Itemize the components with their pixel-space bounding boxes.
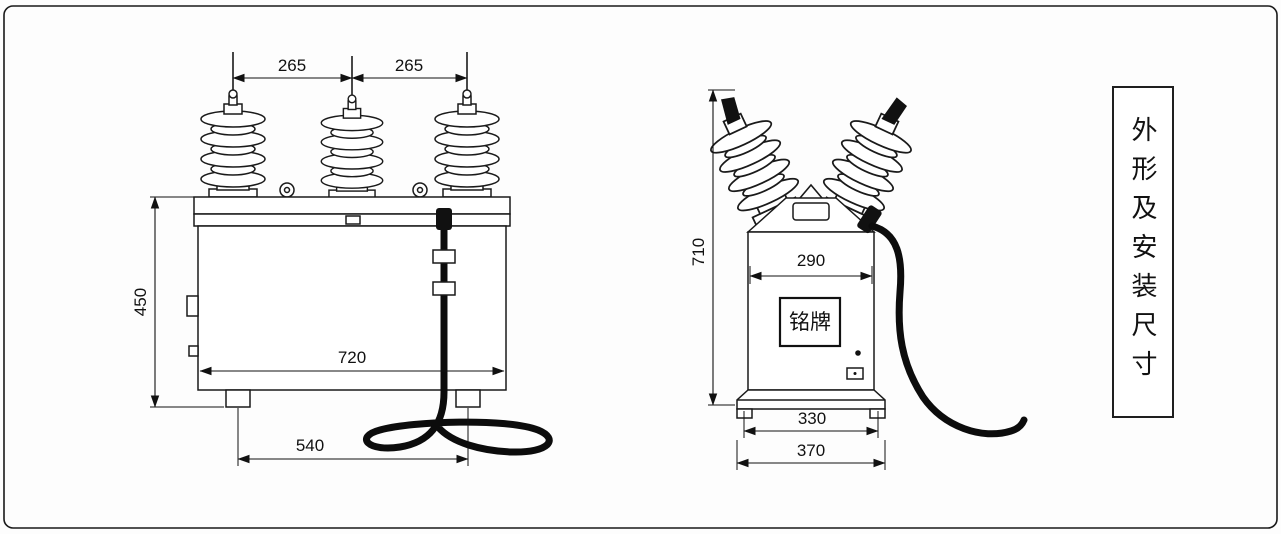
side-dim-inner: 330 bbox=[743, 409, 879, 438]
front-dim-foot-span: 540 bbox=[237, 408, 469, 466]
side-dim-height-label: 710 bbox=[689, 238, 708, 266]
foot-right bbox=[455, 389, 481, 408]
side-dim-height: 710 bbox=[689, 89, 735, 406]
front-dim-width-label: 720 bbox=[338, 348, 366, 367]
front-dim-pitch: 265 265 bbox=[232, 56, 468, 83]
cable-clamp bbox=[432, 281, 456, 296]
front-view: 265 265 bbox=[131, 52, 553, 466]
page-border bbox=[3, 5, 1278, 529]
terminal-box bbox=[846, 367, 864, 380]
front-cable bbox=[363, 208, 553, 456]
bushing-left bbox=[200, 89, 266, 198]
bushing-middle bbox=[320, 94, 384, 199]
cable-connector bbox=[857, 205, 882, 234]
tank-lid bbox=[193, 196, 511, 227]
foot-left bbox=[225, 389, 251, 408]
front-dim-height-label: 450 bbox=[131, 288, 150, 316]
side-cable bbox=[857, 205, 1028, 438]
drain-dot bbox=[855, 350, 861, 356]
side-dim-depth-label: 290 bbox=[797, 251, 825, 270]
side-dim-outer-label: 370 bbox=[797, 441, 825, 460]
cable-connector bbox=[436, 208, 452, 230]
front-dim-pitch-right-label: 265 bbox=[395, 56, 423, 75]
drawing-title: 外形及安装尺寸 bbox=[1128, 115, 1158, 389]
side-dim-outer: 370 bbox=[736, 440, 886, 470]
nameplate: 铭牌 bbox=[778, 296, 842, 348]
nameplate-label: 铭牌 bbox=[789, 311, 831, 334]
tank-body bbox=[186, 225, 507, 408]
front-dim-pitch-left-label: 265 bbox=[278, 56, 306, 75]
side-dim-depth: 290 bbox=[749, 251, 873, 284]
bushing-right bbox=[434, 89, 500, 198]
front-dim-foot-span-label: 540 bbox=[296, 436, 324, 455]
cable-clamp bbox=[432, 249, 456, 264]
front-dim-height: 450 bbox=[131, 196, 224, 408]
title-block: 外形及安装尺寸 bbox=[1112, 86, 1174, 418]
side-view: 290 铭牌 710 bbox=[689, 83, 1028, 470]
side-dim-inner-label: 330 bbox=[798, 409, 826, 428]
roof-handle bbox=[792, 202, 830, 221]
front-dim-width: 720 bbox=[199, 348, 505, 376]
